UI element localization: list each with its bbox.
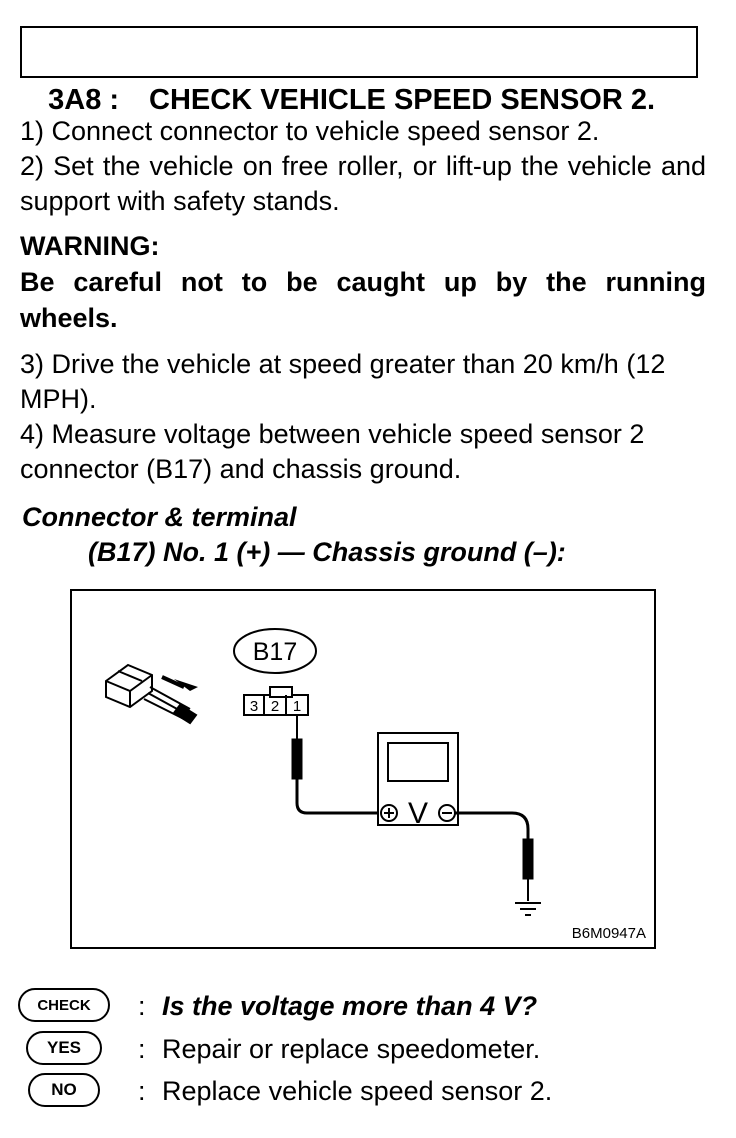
check-row: CHECK : Is the voltage more than 4 V? — [18, 986, 718, 1026]
yes-colon: : — [138, 1034, 146, 1064]
wiring-figure: B17 3 2 1 V — [70, 589, 656, 949]
yes-badge: YES — [26, 1031, 102, 1065]
procedure-steps-2: 3) Drive the vehicle at speed greater th… — [20, 347, 706, 487]
no-badge: NO — [28, 1073, 100, 1107]
warning-text: Be careful not to be caught up by the ru… — [20, 267, 706, 333]
meter-symbol: V — [408, 797, 428, 830]
yes-action: Repair or replace speedometer. — [162, 1034, 541, 1064]
figure-code: B6M0947A — [571, 925, 646, 942]
pin-1: 1 — [293, 698, 301, 715]
negative-probe — [455, 811, 534, 901]
warning-label: WARNING: — [20, 231, 160, 261]
no-row: NO : Replace vehicle speed sensor 2. — [18, 1071, 718, 1111]
connector-terminal-spec: (B17) No. 1 (+) — Chassis ground (–): — [88, 537, 566, 567]
measurement-diagram: B17 3 2 1 V — [105, 628, 541, 916]
b17-label: B17 — [253, 638, 297, 666]
step-3: 3) Drive the vehicle at speed greater th… — [20, 349, 666, 414]
pin-3: 3 — [250, 698, 258, 715]
no-colon: : — [138, 1076, 146, 1106]
ground-icon — [515, 902, 541, 916]
connector-pins — [243, 686, 309, 716]
connector-terminal-heading: Connector & terminal — [22, 502, 297, 532]
connector-illustration-icon — [105, 663, 198, 725]
check-question: Is the voltage more than 4 V? — [162, 991, 538, 1021]
positive-probe — [291, 715, 380, 815]
warning-block: WARNING: Be careful not to be caught up … — [20, 228, 706, 336]
check-badge: CHECK — [18, 988, 110, 1022]
procedure-steps-1: 1) Connect connector to vehicle speed se… — [20, 114, 706, 219]
yes-row: YES : Repair or replace speedometer. — [18, 1029, 718, 1069]
section-title: 3A8 : CHECK VEHICLE SPEED SENSOR 2. — [20, 26, 698, 116]
step-4: 4) Measure voltage between vehicle speed… — [20, 419, 645, 484]
pin-2: 2 — [271, 698, 279, 715]
check-colon: : — [138, 991, 146, 1021]
section-code: 3A8 : — [48, 84, 120, 116]
step-1: 1) Connect connector to vehicle speed se… — [20, 116, 600, 146]
section-heading: CHECK VEHICLE SPEED SENSOR 2. — [149, 84, 656, 116]
no-action: Replace vehicle speed sensor 2. — [162, 1076, 553, 1106]
step-2: 2) Set the vehicle on free roller, or li… — [20, 151, 706, 216]
b17-label-oval — [233, 628, 317, 674]
